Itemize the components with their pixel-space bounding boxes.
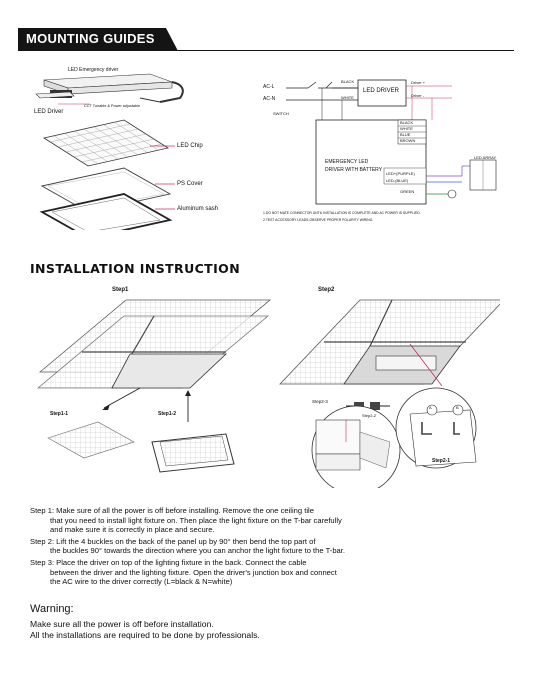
black-label-top: BLACK bbox=[341, 79, 355, 84]
detail-b-marker: B bbox=[456, 405, 459, 410]
led-array-label: LED ARRAY bbox=[474, 155, 497, 160]
wiring-note-2: 2.TEST ACCESSORY LEADS-OBSERVE PROPER PO… bbox=[263, 218, 374, 222]
step-1-text: Step 1: Make sure of all the power is of… bbox=[30, 506, 342, 535]
led-chip-label: LED Chip bbox=[177, 143, 203, 149]
section-header-bar bbox=[18, 28, 178, 51]
wiring-note-1: 1.DO NOT MATE CONNECTOR UNTIL INSTALLATI… bbox=[263, 211, 421, 215]
led-driver-label: LED Driver bbox=[34, 109, 64, 115]
step2-1-caption: Step2-1 bbox=[432, 458, 451, 464]
wire-color-list: BLACK WHITE BLUE BROWN bbox=[400, 120, 416, 143]
emergency-driver-label: EMERGENCY LED DRIVER WITH BATTERY bbox=[325, 159, 383, 173]
emergency-driver-label: LED Emergency driver bbox=[68, 67, 119, 73]
driver-wiring-drawing bbox=[311, 405, 401, 488]
green-label: GREEN bbox=[400, 189, 415, 194]
cct-label: CCT Tunable & Power adjustable bbox=[84, 104, 141, 108]
buckle-detail-drawing bbox=[395, 387, 477, 469]
aluminum-sash-label: Aluminum sash bbox=[177, 206, 219, 212]
step2-2-caption: Step2-2 bbox=[362, 413, 377, 418]
step1-ceiling-drawing bbox=[36, 299, 272, 389]
warning-text: Make sure all the power is off before in… bbox=[30, 619, 260, 640]
step1-caption: Step1 bbox=[112, 287, 129, 293]
step1-1-tile-drawing bbox=[47, 421, 135, 459]
acl-label: AC-L bbox=[263, 84, 275, 90]
switch-label: SWITCH bbox=[273, 111, 289, 116]
installation-illustrations bbox=[36, 299, 500, 488]
driver-plus-label: Driver + bbox=[411, 80, 426, 85]
warning-title: Warning: bbox=[30, 603, 74, 615]
led-minus-label: LED-(BLUE) bbox=[386, 178, 409, 183]
installation-steps: Step 1: Make sure of all the power is of… bbox=[30, 506, 500, 589]
header-rule bbox=[176, 50, 514, 51]
driver-minus-label: Driver - bbox=[411, 93, 425, 98]
section-header-title: MOUNTING GUIDES bbox=[26, 31, 155, 46]
step2-caption: Step2 bbox=[318, 287, 335, 293]
exploded-view-diagram bbox=[35, 73, 184, 230]
step-2-text: Step 2: Lift the 4 buckles on the back o… bbox=[30, 536, 346, 556]
led-chip-panel-drawing bbox=[42, 119, 170, 167]
step1-2-caption: Step1-2 bbox=[158, 411, 177, 417]
step2-ceiling-drawing bbox=[279, 299, 500, 385]
led-driver-box bbox=[357, 79, 407, 107]
led-plus-label: LED+(PURPLE) bbox=[386, 171, 415, 176]
step-3-text: Step 3: Place the driver on top of the l… bbox=[30, 557, 337, 587]
ground-symbol bbox=[447, 189, 457, 199]
label-pointer-lines bbox=[150, 145, 175, 210]
white-label-top: WHITE bbox=[341, 95, 354, 100]
wiring-diagram bbox=[286, 79, 497, 205]
emergency-driver-drawing bbox=[35, 73, 184, 103]
step1-2-panel-drawing bbox=[151, 433, 235, 473]
installation-title: INSTALLATION INSTRUCTION bbox=[30, 261, 241, 276]
acn-label: AC-N bbox=[263, 96, 276, 102]
step2-3-caption: Step2-3 bbox=[312, 399, 328, 404]
detail-a-marker: A bbox=[429, 405, 432, 410]
ps-cover-label: PS Cover bbox=[177, 181, 203, 187]
led-driver-box-label: LED DRIVER bbox=[363, 88, 400, 94]
step1-1-caption: Step1-1 bbox=[50, 411, 69, 417]
